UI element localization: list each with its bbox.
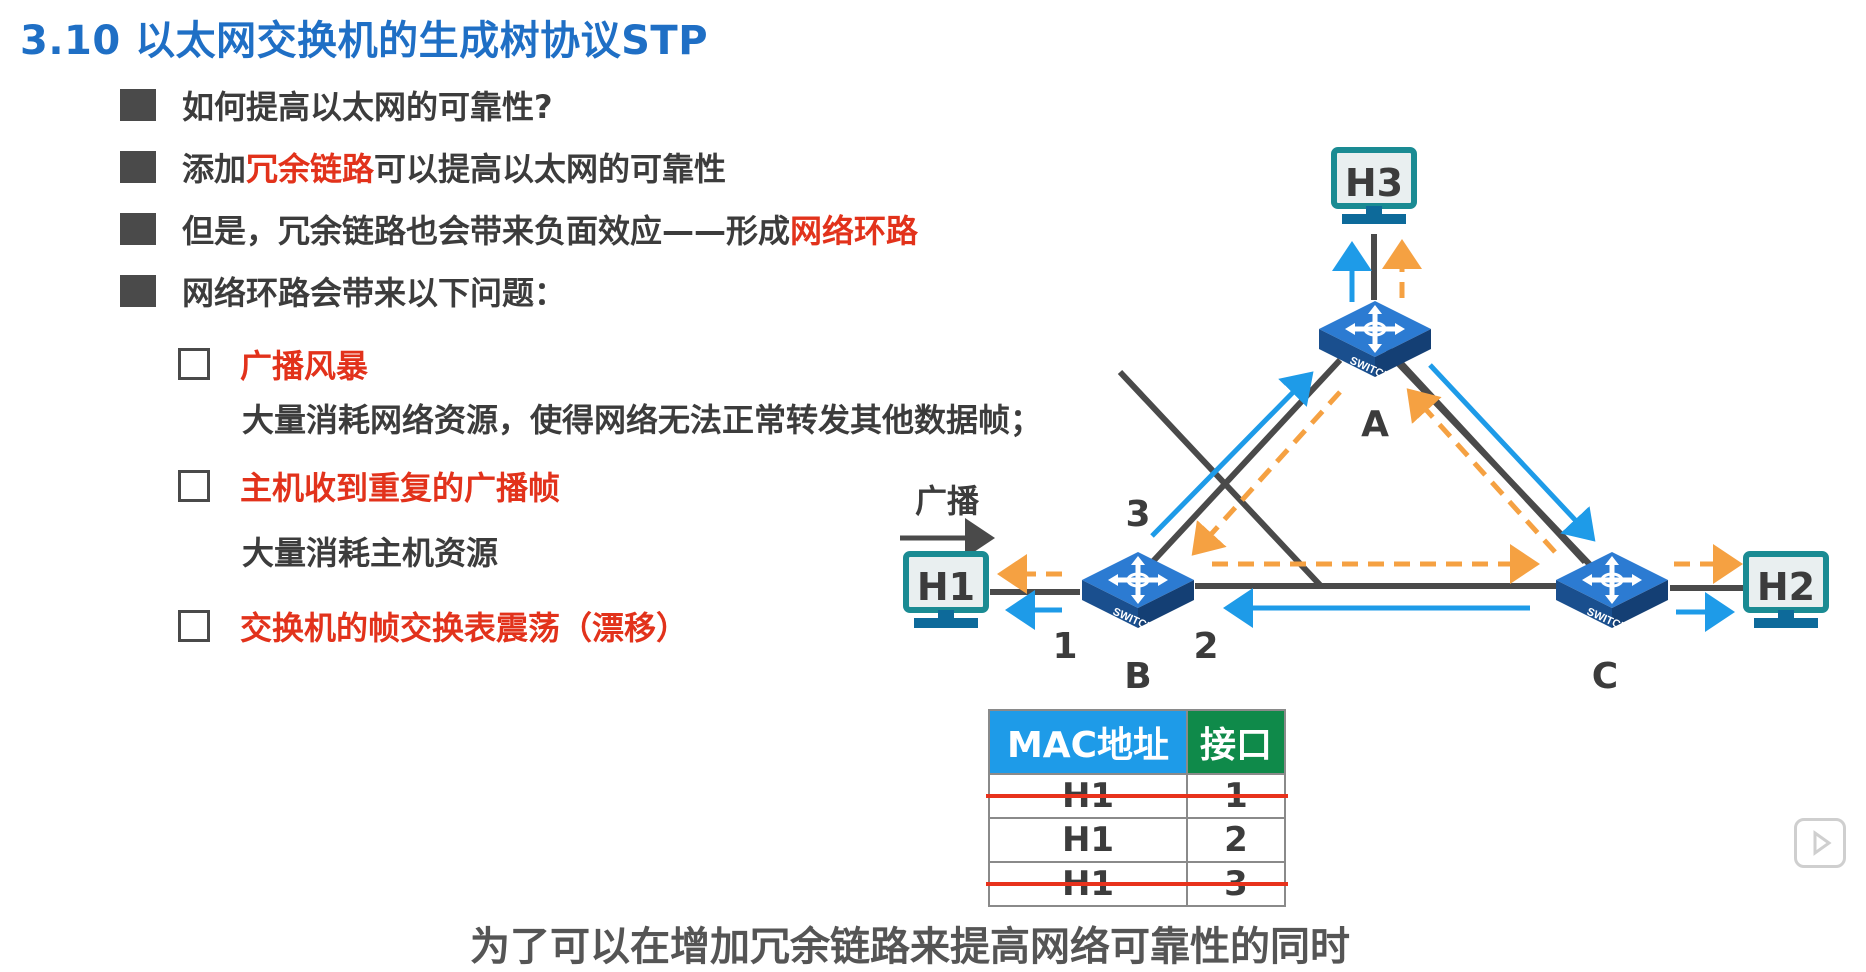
bullet-square-icon bbox=[120, 275, 156, 307]
video-subtitle: 为了可以在增加冗余链路来提高网络可靠性的同时 bbox=[470, 924, 1350, 970]
mac-address-table: MAC地址 接口 H1 1 H1 2 H1 3 bbox=[988, 709, 1286, 907]
play-icon bbox=[1813, 830, 1832, 856]
host-h3-label: H3 bbox=[1345, 161, 1403, 205]
bullet-square-icon bbox=[120, 151, 156, 183]
bullet-3-highlight: 网络环路 bbox=[790, 212, 919, 250]
bullet-1-text-main: 如何提高以太网的可靠性? bbox=[182, 88, 553, 126]
bullet-2-text: 添加冗余链路可以提高以太网的可靠性 bbox=[182, 144, 726, 190]
play-button-icon[interactable] bbox=[1794, 818, 1846, 868]
switch-a-icon bbox=[1319, 301, 1431, 383]
host-h1-label: H1 bbox=[917, 565, 975, 609]
switch-a-label: A bbox=[1361, 404, 1389, 445]
link-a-c bbox=[1392, 357, 1598, 573]
bullet-1: 如何提高以太网的可靠性? bbox=[120, 82, 553, 128]
problem-1-description: 大量消耗网络资源，使得网络无法正常转发其他数据帧； bbox=[242, 401, 1043, 439]
table-cell-mac: H1 bbox=[988, 861, 1188, 907]
checkbox-icon bbox=[178, 610, 210, 642]
bullet-2-prefix: 添加 bbox=[182, 150, 247, 188]
link-a-c bbox=[1117, 369, 1323, 588]
problem-1-title: 广播风暴 bbox=[240, 347, 369, 385]
problem-2-description: 大量消耗主机资源 bbox=[242, 534, 499, 572]
port-1-label: 1 bbox=[1052, 626, 1077, 667]
switch-b-label: B bbox=[1124, 656, 1151, 697]
switch-b-icon bbox=[1082, 552, 1194, 634]
port-3-label: 3 bbox=[1125, 494, 1150, 535]
problem-2-title: 主机收到重复的广播帧 bbox=[240, 469, 561, 507]
arrow-b-to-a bbox=[1150, 371, 1314, 538]
bullet-2-suffix: 可以提高以太网的可靠性 bbox=[374, 150, 727, 188]
switch-c-label: C bbox=[1592, 656, 1618, 697]
arrow-a-to-c bbox=[1428, 363, 1596, 542]
table-row: H1 2 bbox=[988, 817, 1286, 863]
switch-c-icon bbox=[1556, 552, 1668, 634]
slide-title: 3.10 以太网交换机的生成树协议STP bbox=[20, 18, 709, 64]
bullet-4-text: 网络环路会带来以下问题： bbox=[182, 268, 566, 314]
unicast-arrows bbox=[1005, 241, 1735, 632]
broadcast-label: 广播 bbox=[915, 482, 980, 520]
problem-2: 主机收到重复的广播帧 bbox=[178, 463, 560, 509]
bullet-3: 但是，冗余链路也会带来负面效应——形成网络环路 bbox=[120, 206, 918, 252]
problem-3-title: 交换机的帧交换表震荡（漂移） bbox=[240, 609, 689, 647]
bullet-3-text: 但是，冗余链路也会带来负面效应——形成网络环路 bbox=[182, 206, 918, 252]
arrow-a-to-b-dashed bbox=[1191, 390, 1342, 556]
table-cell-mac: H1 bbox=[988, 817, 1188, 863]
problem-3: 交换机的帧交换表震荡（漂移） bbox=[178, 603, 688, 649]
table-row: H1 3 bbox=[988, 861, 1286, 907]
checkbox-icon bbox=[178, 348, 210, 380]
table-cell-port: 3 bbox=[1186, 861, 1286, 907]
bullet-square-icon bbox=[120, 213, 156, 245]
table-row: H1 1 bbox=[988, 773, 1286, 819]
problem-1: 广播风暴 bbox=[178, 341, 368, 387]
network-loop-diagram: SWITCH 广播 bbox=[900, 0, 1866, 697]
bullet-1-text: 如何提高以太网的可靠性? bbox=[182, 82, 553, 128]
bullet-2-highlight: 冗余链路 bbox=[246, 150, 375, 188]
broadcast-arrows bbox=[997, 239, 1743, 594]
table-header-mac: MAC地址 bbox=[988, 709, 1188, 775]
bullet-3-prefix: 但是，冗余链路也会带来负面效应——形成 bbox=[182, 212, 791, 250]
bullet-4-text-main: 网络环路会带来以下问题： bbox=[182, 274, 567, 312]
bullet-4: 网络环路会带来以下问题： bbox=[120, 268, 566, 314]
bullet-2: 添加冗余链路可以提高以太网的可靠性 bbox=[120, 144, 726, 190]
table-header-row: MAC地址 接口 bbox=[988, 709, 1286, 775]
table-cell-mac: H1 bbox=[988, 773, 1188, 819]
bullet-square-icon bbox=[120, 89, 156, 121]
checkbox-icon bbox=[178, 470, 210, 502]
link-b-a bbox=[1142, 357, 1343, 573]
port-2-label: 2 bbox=[1193, 626, 1218, 667]
host-h2-label: H2 bbox=[1757, 565, 1815, 609]
table-header-port: 接口 bbox=[1186, 709, 1286, 775]
arrow-c-to-a-dashed bbox=[1406, 388, 1557, 554]
table-cell-port: 2 bbox=[1186, 817, 1286, 863]
table-cell-port: 1 bbox=[1186, 773, 1286, 819]
